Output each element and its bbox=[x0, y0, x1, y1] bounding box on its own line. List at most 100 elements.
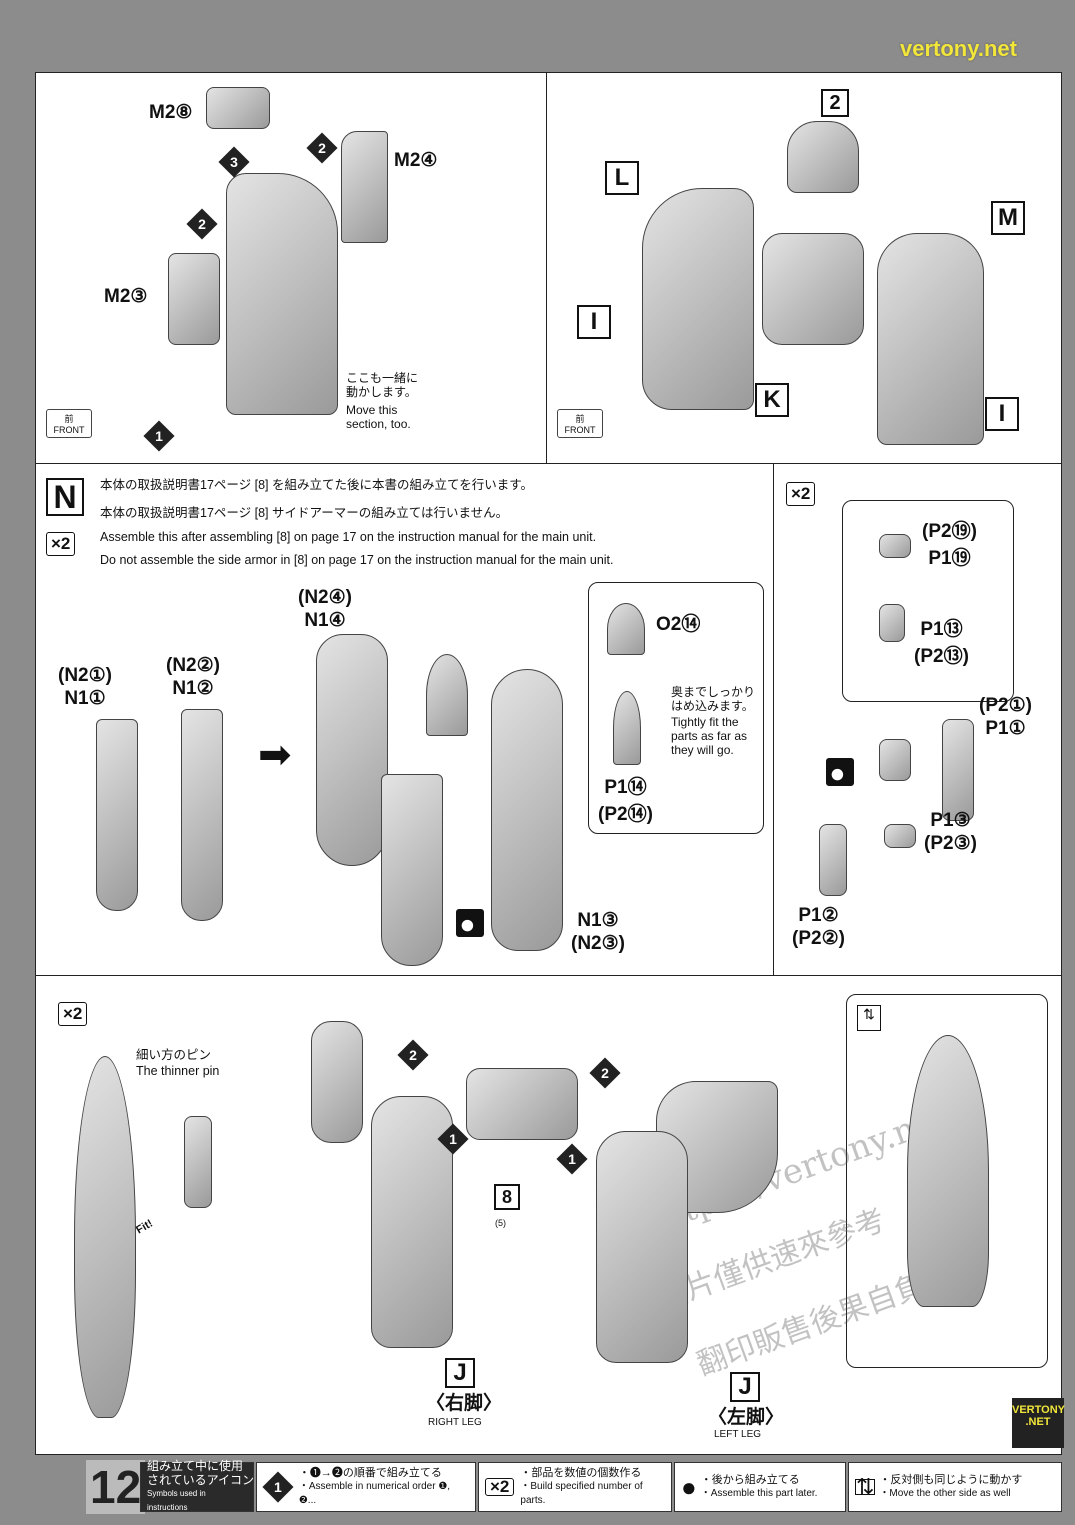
armor-left bbox=[311, 1021, 363, 1143]
pin-joint bbox=[184, 1116, 212, 1208]
part-n1-2 bbox=[181, 709, 223, 921]
step-ref-box: 8 bbox=[494, 1184, 520, 1210]
callout-jp: 奥までしっかり はめ込みます。 bbox=[671, 685, 756, 713]
left-leg-label-jp: 〈左脚〉 bbox=[708, 1407, 785, 1428]
page-number: 12 bbox=[86, 1460, 146, 1514]
pin-label-en: The thinner pin bbox=[136, 1064, 220, 1078]
legend-jp: ・❶→❷の順番で組み立てる bbox=[298, 1467, 442, 1479]
arrow-right-icon: ➡ bbox=[258, 733, 292, 777]
panel-n: N ×2 本体の取扱説明書17ページ [8] を組み立てた後に本書の組み立てを行… bbox=[35, 463, 774, 976]
step-icon: 2 bbox=[397, 1039, 429, 1071]
legend-en: ・Assemble this part later. bbox=[700, 1488, 818, 1499]
pin-label-jp: 細い方のピン bbox=[136, 1048, 212, 1062]
step-icon: 1 bbox=[437, 1123, 469, 1155]
letter-box: I bbox=[985, 397, 1019, 431]
footer-legend: 組み立て中に使用 されているアイコン Symbols used in instr… bbox=[140, 1459, 1075, 1512]
letter-box: 2 bbox=[821, 89, 849, 117]
arm-assembly bbox=[226, 173, 338, 415]
fit-icon: Fit! bbox=[134, 1217, 155, 1237]
part-label: (N2①) N1① bbox=[58, 665, 112, 709]
callout-en: Tightly fit the parts as far as they wil… bbox=[671, 715, 748, 757]
step-icon: 2 bbox=[186, 208, 218, 240]
legend-title-jp: 組み立て中に使用 されているアイコン bbox=[147, 1459, 255, 1487]
legend-jp: ・反対側も同じように動かす bbox=[879, 1474, 1023, 1486]
part-p1-2 bbox=[819, 824, 847, 896]
step-icon: 2 bbox=[589, 1057, 621, 1089]
letter-box: J bbox=[730, 1372, 760, 1402]
leg-part bbox=[381, 774, 443, 966]
part-label: P1③ (P2③) bbox=[924, 810, 977, 854]
count-icon: ×2 bbox=[58, 1002, 88, 1026]
legend-title: 組み立て中に使用 されているアイコン Symbols used in instr… bbox=[140, 1459, 255, 1512]
cone-part bbox=[426, 654, 468, 736]
count-icon: ×2 bbox=[786, 482, 816, 506]
step-icon: 2 bbox=[306, 132, 338, 164]
part-label: P1⑭ (P2⑭) bbox=[598, 777, 653, 825]
left-leg-label-en: LEFT LEG bbox=[714, 1429, 762, 1440]
step-icon: 3 bbox=[218, 146, 250, 178]
note-en: Move this section, too. bbox=[346, 403, 411, 431]
legend-en: ・Build specified number of parts. bbox=[520, 1481, 643, 1506]
assemble-later-icon: ● bbox=[681, 1472, 697, 1502]
letter-box: L bbox=[605, 161, 639, 195]
part-p1-1 bbox=[942, 719, 974, 821]
letter-box: K bbox=[755, 383, 789, 417]
count-icon: ×2 bbox=[485, 1478, 515, 1496]
legend-en: ・Assemble in numerical order ❶, ❷... bbox=[298, 1481, 451, 1506]
waist bbox=[466, 1068, 578, 1140]
assemble-later-icon bbox=[456, 909, 484, 937]
part-label: M2③ bbox=[104, 286, 148, 307]
note-jp: ここも一緒に 動かします。 bbox=[346, 371, 419, 399]
part-p1-3 bbox=[884, 824, 916, 848]
move-both-sides-icon: ⇅ bbox=[857, 1005, 881, 1031]
part-label: (P2⑲) P1⑲ bbox=[922, 521, 977, 569]
panel-p: ×2 (P2⑲) P1⑲ P1⑬ (P2⑬) (P2①) P1① P1③ (P2… bbox=[773, 463, 1062, 976]
callout-box: 奥までしっかり はめ込みます。 Tightly fit the parts as… bbox=[588, 582, 764, 834]
head-part bbox=[787, 121, 859, 193]
legend-item: ×2 ・部品を数値の個数作る・Build specified number of… bbox=[478, 1462, 672, 1512]
panel-top-left: M2⑧ M2④ M2③ 3 2 2 1 ここも一緒に 動かします。 Move t… bbox=[35, 72, 547, 464]
watermark-badge: VERTONY .NET bbox=[1012, 1398, 1065, 1448]
legend-en: ・Move the other side as well bbox=[879, 1488, 1011, 1499]
part-n1-1 bbox=[96, 719, 138, 911]
assemble-later-icon bbox=[826, 758, 854, 786]
part-label: P1② (P2②) bbox=[792, 905, 845, 949]
part-label: N1③ (N2③) bbox=[571, 910, 625, 954]
part-label: (P2①) P1① bbox=[979, 695, 1032, 739]
step-icon: 1 bbox=[556, 1143, 588, 1175]
legend-item: 1 ・❶→❷の順番で組み立てる・Assemble in numerical or… bbox=[256, 1462, 476, 1512]
part-p1-13 bbox=[879, 604, 905, 642]
right-leg-label-en: RIGHT LEG bbox=[428, 1417, 482, 1428]
step-ref-sub: (5) bbox=[495, 1218, 506, 1228]
legend-item: ⇅ ・反対側も同じように動かす・Move the other side as w… bbox=[848, 1462, 1062, 1512]
instruction-jp-2: 本体の取扱説明書17ページ [8] サイドアーマーの組み立ては行いません。 bbox=[100, 506, 509, 520]
right-arm bbox=[877, 233, 984, 445]
joint-part bbox=[879, 739, 911, 781]
callout-box: ⇅ bbox=[846, 994, 1048, 1368]
part-label: M2⑧ bbox=[149, 102, 193, 123]
watermark-footer: vertony.net bbox=[900, 36, 1017, 61]
right-leg-label-jp: 〈右脚〉 bbox=[426, 1393, 503, 1414]
part-p1-19 bbox=[879, 534, 911, 558]
part-n1-3 bbox=[491, 669, 563, 951]
part-n1-4 bbox=[316, 634, 388, 866]
left-leg bbox=[596, 1131, 688, 1363]
step-icon: 1 bbox=[143, 420, 175, 452]
part-o2-14 bbox=[607, 603, 645, 655]
legend-title-en: Symbols used in instructions bbox=[147, 1489, 206, 1512]
skirt-armor bbox=[74, 1056, 136, 1418]
legend-jp: ・後から組み立てる bbox=[700, 1474, 800, 1486]
move-both-sides-icon: ⇅ bbox=[855, 1474, 876, 1499]
letter-box: M bbox=[991, 201, 1025, 235]
panel-bottom: ×2 細い方のピン The thinner pin Fit! 2 2 1 1 8… bbox=[35, 975, 1062, 1455]
instruction-jp-1: 本体の取扱説明書17ページ [8] を組み立てた後に本書の組み立てを行います。 bbox=[100, 478, 533, 492]
part-m2-3 bbox=[168, 253, 220, 345]
part-m2-8 bbox=[206, 87, 270, 129]
left-arm bbox=[642, 188, 754, 410]
part-label: (N2④) N1④ bbox=[298, 587, 352, 631]
letter-box: J bbox=[445, 1358, 475, 1388]
legend-jp: ・部品を数値の個数作る bbox=[520, 1467, 642, 1479]
step-number-icon: 1 bbox=[262, 1471, 294, 1503]
